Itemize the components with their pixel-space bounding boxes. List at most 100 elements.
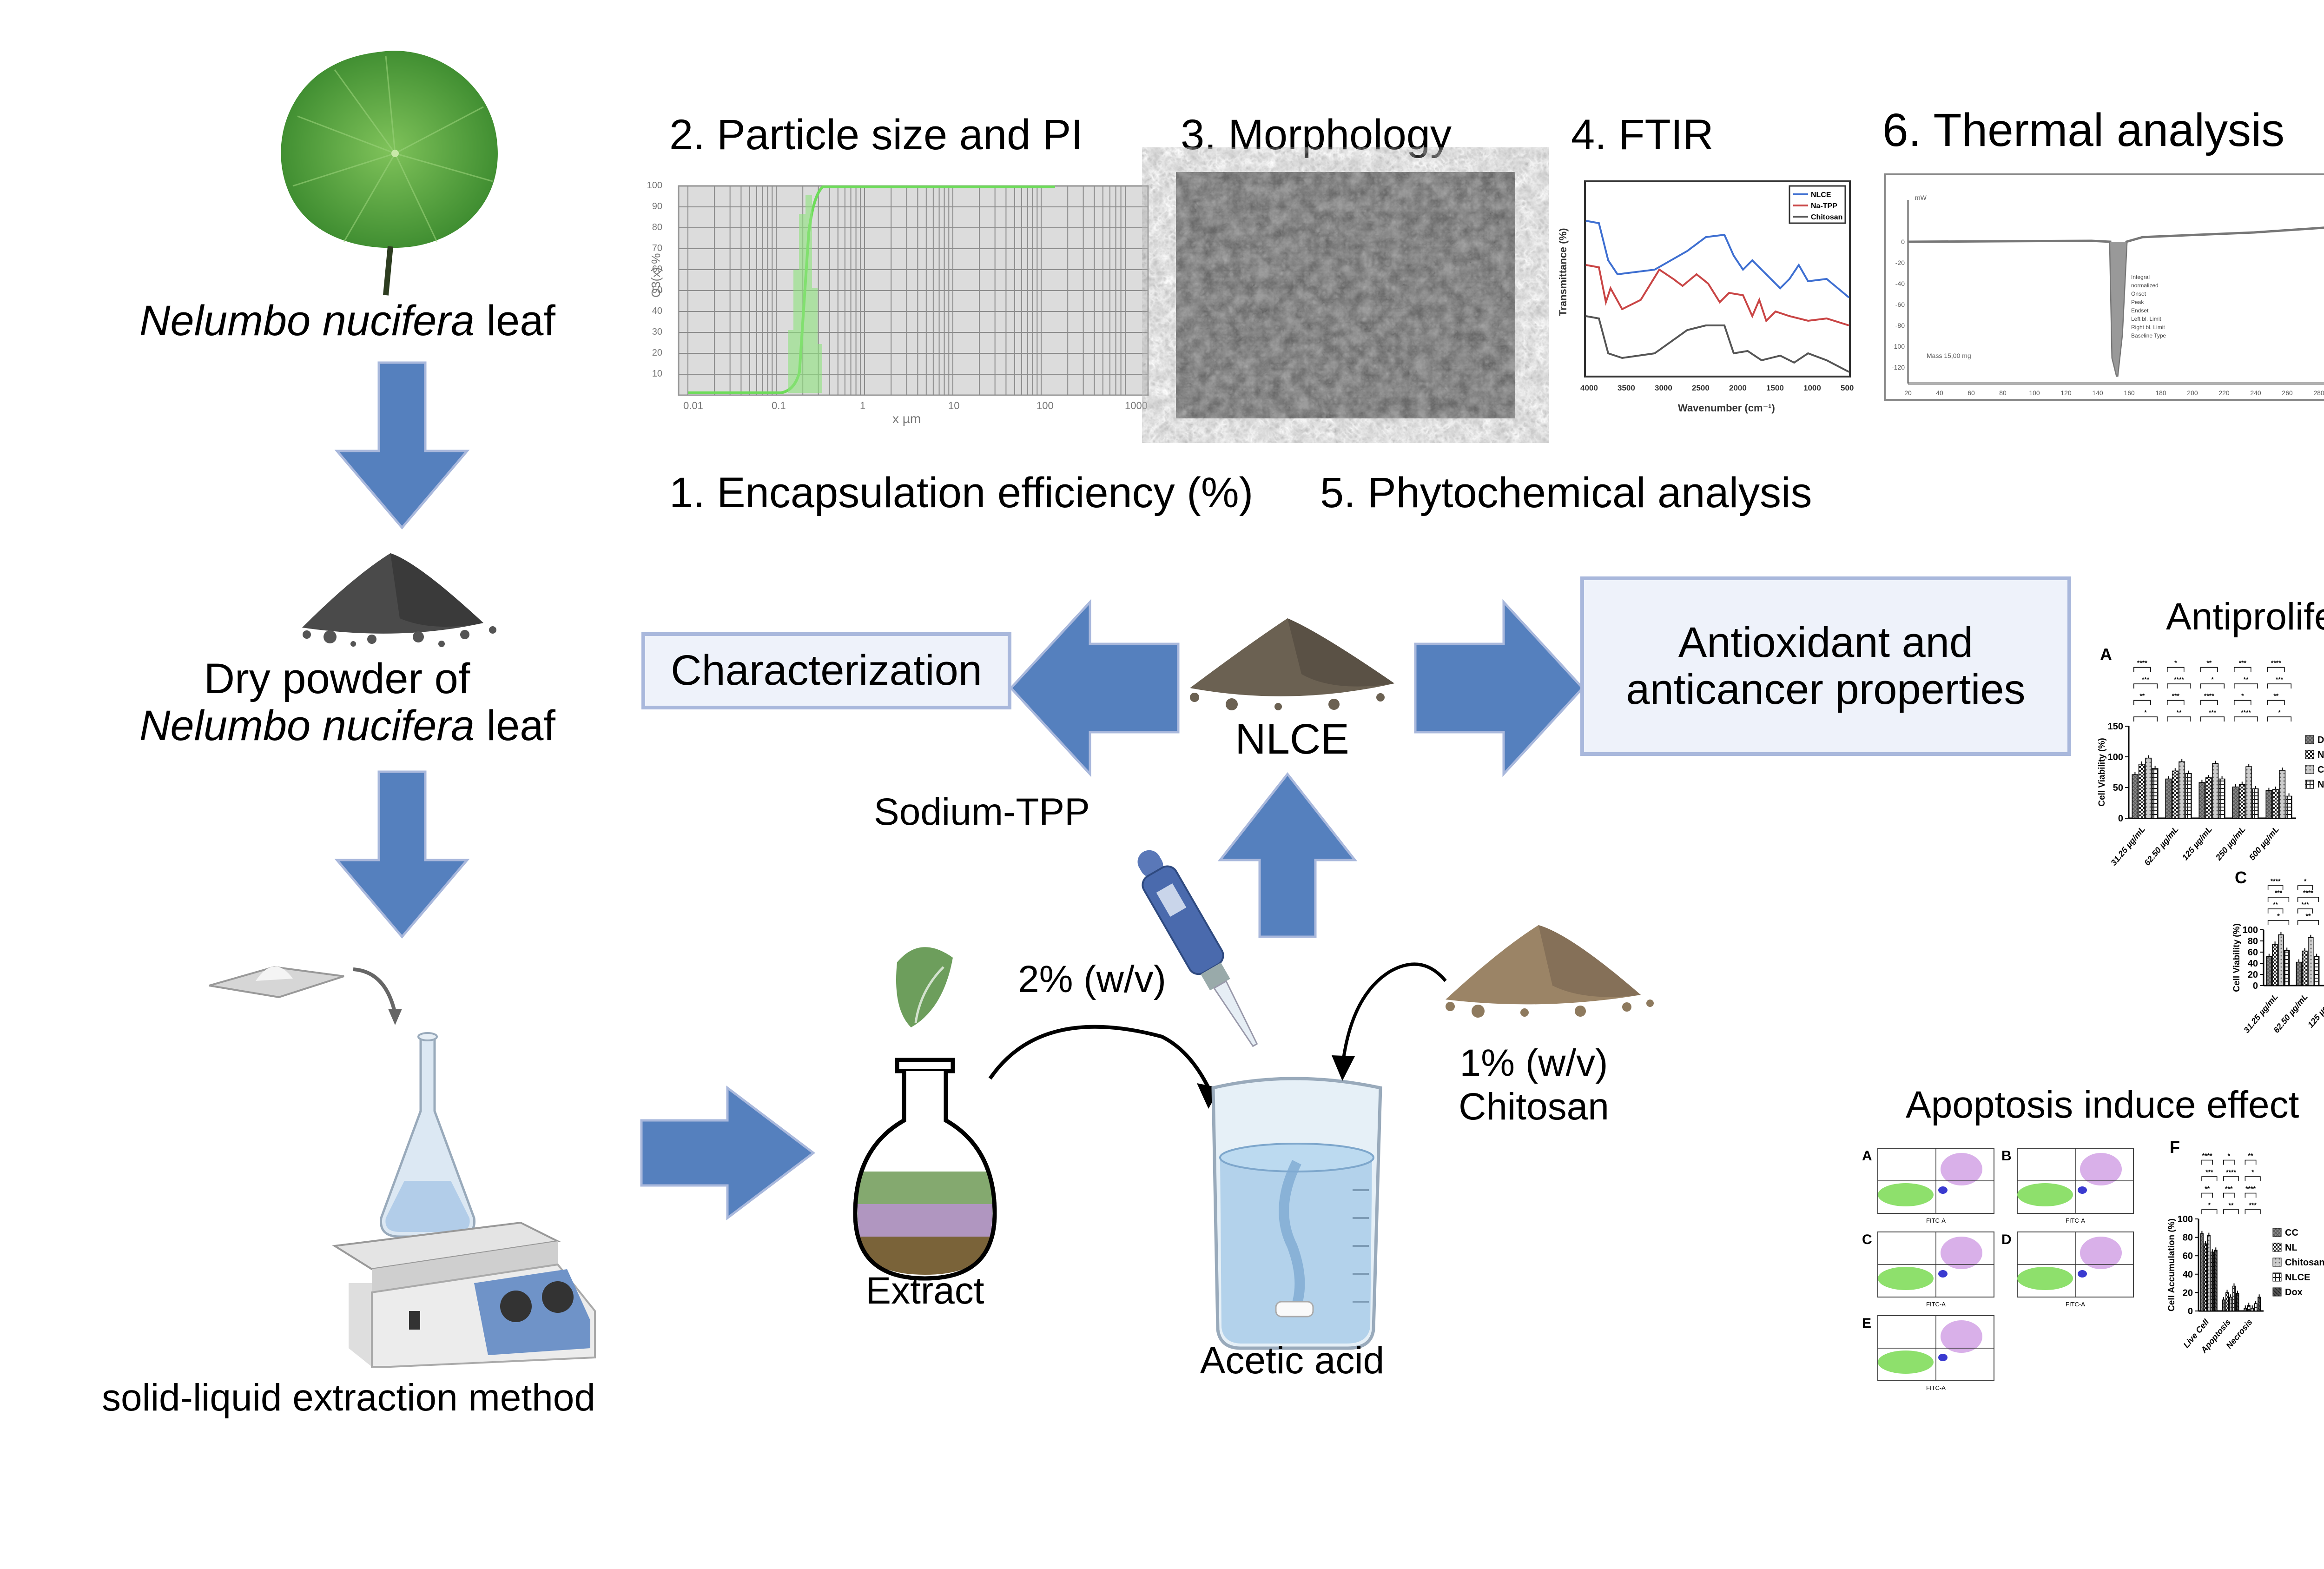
x-tick-label: 1: [860, 400, 865, 411]
curved-arrow-icon: [1332, 962, 1447, 1081]
apoptosis-title: Apoptosis induce effect: [1906, 1084, 2299, 1126]
characterization-box: Characterization: [641, 632, 1011, 709]
bar: [2251, 1308, 2254, 1311]
y-tick-label: 20: [2248, 970, 2258, 980]
significance-bracket: [2133, 667, 2151, 672]
late-apoptosis-cluster: [1941, 1320, 1982, 1353]
y-tick-label: 100: [2108, 752, 2123, 762]
x-tick-label: 3500: [1618, 384, 1635, 392]
early-apoptosis-cluster: [2078, 1270, 2087, 1278]
significance-label: ****: [2226, 1168, 2236, 1176]
magnetic-stirrer-icon: [332, 1032, 596, 1368]
significance-bracket: [2201, 1176, 2218, 1181]
significance-label: **: [2244, 675, 2249, 683]
bar: [2165, 778, 2172, 819]
x-tick-label: 0.1: [772, 400, 786, 411]
significance-label: ****: [2303, 889, 2313, 896]
y-tick-label: 40: [2183, 1270, 2193, 1280]
y-tick-label: 80: [652, 222, 662, 232]
category-label: 31.25 µg/mL: [2109, 825, 2147, 867]
legend-label: Chitosan: [1811, 213, 1842, 221]
arrow-up-icon: [1217, 772, 1358, 938]
y-axis-label: Cell Viability (%): [2232, 923, 2242, 992]
x-tick-label: 100: [1037, 400, 1054, 411]
legend-label: NLCE: [2285, 1272, 2310, 1283]
y-tick-label: 30: [652, 327, 662, 337]
panel-letter: C: [2235, 868, 2247, 887]
bar: [2296, 961, 2302, 986]
significance-bracket: [2234, 716, 2258, 722]
y-tick-label: 100: [2243, 925, 2258, 935]
bar: [2279, 770, 2286, 819]
x-tick-label: 3000: [1655, 384, 1672, 392]
arrow-left-icon: [1009, 599, 1180, 777]
significance-label: *: [2278, 708, 2281, 716]
panel-letter: F: [2170, 1138, 2180, 1157]
x-tick-label: 60: [1967, 389, 1975, 397]
bar: [2247, 1305, 2251, 1311]
arrow-right-icon: [640, 1085, 816, 1221]
bar: [2212, 763, 2219, 819]
live-cell-cluster: [2017, 1267, 2073, 1290]
significance-label: ****: [2204, 692, 2214, 700]
significance-label: *: [2211, 675, 2214, 683]
arrow-down-icon: [334, 770, 470, 939]
ftir-title: 4. FTIR: [1571, 111, 1714, 159]
significance-label: **: [2177, 708, 2182, 716]
significance-bracket: [2267, 920, 2290, 925]
ftir-ylabel: Transmittance (%): [1557, 228, 1569, 317]
legend-swatch: [2272, 1243, 2282, 1252]
nlce-label: NLCE: [1235, 715, 1349, 763]
significance-bracket: [2133, 700, 2151, 705]
legend-swatch: [2305, 735, 2314, 744]
late-apoptosis-cluster: [1941, 1237, 1982, 1269]
bar: [2258, 1297, 2261, 1311]
legend-swatch: [2272, 1258, 2282, 1267]
significance-label: ****: [2241, 708, 2251, 716]
significance-bracket: [2133, 716, 2158, 722]
significance-bracket: [2200, 700, 2218, 705]
category-label: 250 µg/mL: [2213, 825, 2247, 862]
significance-bracket: [2167, 700, 2185, 705]
particle-size-title: 2. Particle size and PI: [669, 111, 1083, 159]
lotus-leaf-icon: [281, 51, 498, 296]
y-tick-label: -60: [1895, 301, 1905, 308]
significance-bracket: [2234, 667, 2251, 672]
bar: [2245, 766, 2252, 819]
bar: [2205, 777, 2212, 819]
significance-bracket: [2201, 1209, 2218, 1214]
x-tick-label: 80: [1999, 389, 2007, 397]
significance-label: ****: [2202, 1152, 2212, 1159]
legend-swatch: [2305, 780, 2314, 789]
y-tick-label: 0: [2188, 1306, 2193, 1317]
y-tick-label: 40: [2248, 959, 2258, 969]
significance-label: *: [2241, 692, 2244, 700]
bar: [2211, 1251, 2214, 1311]
bar: [2229, 1297, 2232, 1311]
y-tick-label: -80: [1895, 322, 1905, 329]
annotation-label: Onset: [2131, 291, 2146, 297]
significance-bracket: [2267, 683, 2291, 689]
bar: [2272, 944, 2278, 986]
particle-ylabel: Q3(x) %: [649, 253, 663, 298]
late-apoptosis-cluster: [2080, 1153, 2122, 1185]
chitosan-powder-icon: [1446, 925, 1654, 1018]
annotation-label: Right bl. Limit: [2131, 324, 2165, 331]
bar: [2179, 761, 2185, 819]
y-tick-label: -120: [1892, 364, 1905, 371]
bar: [2207, 1235, 2211, 1311]
y-tick-label: 0: [2253, 981, 2258, 991]
early-apoptosis-cluster: [2078, 1186, 2087, 1194]
significance-label: ***: [2205, 1168, 2213, 1176]
x-tick-label: 180: [2155, 389, 2166, 397]
x-tick-label: 1000: [1803, 384, 1821, 392]
significance-bracket: [2245, 1209, 2261, 1214]
y-tick-label: 100: [647, 180, 662, 191]
significance-bracket: [2297, 920, 2319, 925]
y-tick-label: 50: [652, 285, 662, 295]
significance-bracket: [2223, 1159, 2235, 1165]
